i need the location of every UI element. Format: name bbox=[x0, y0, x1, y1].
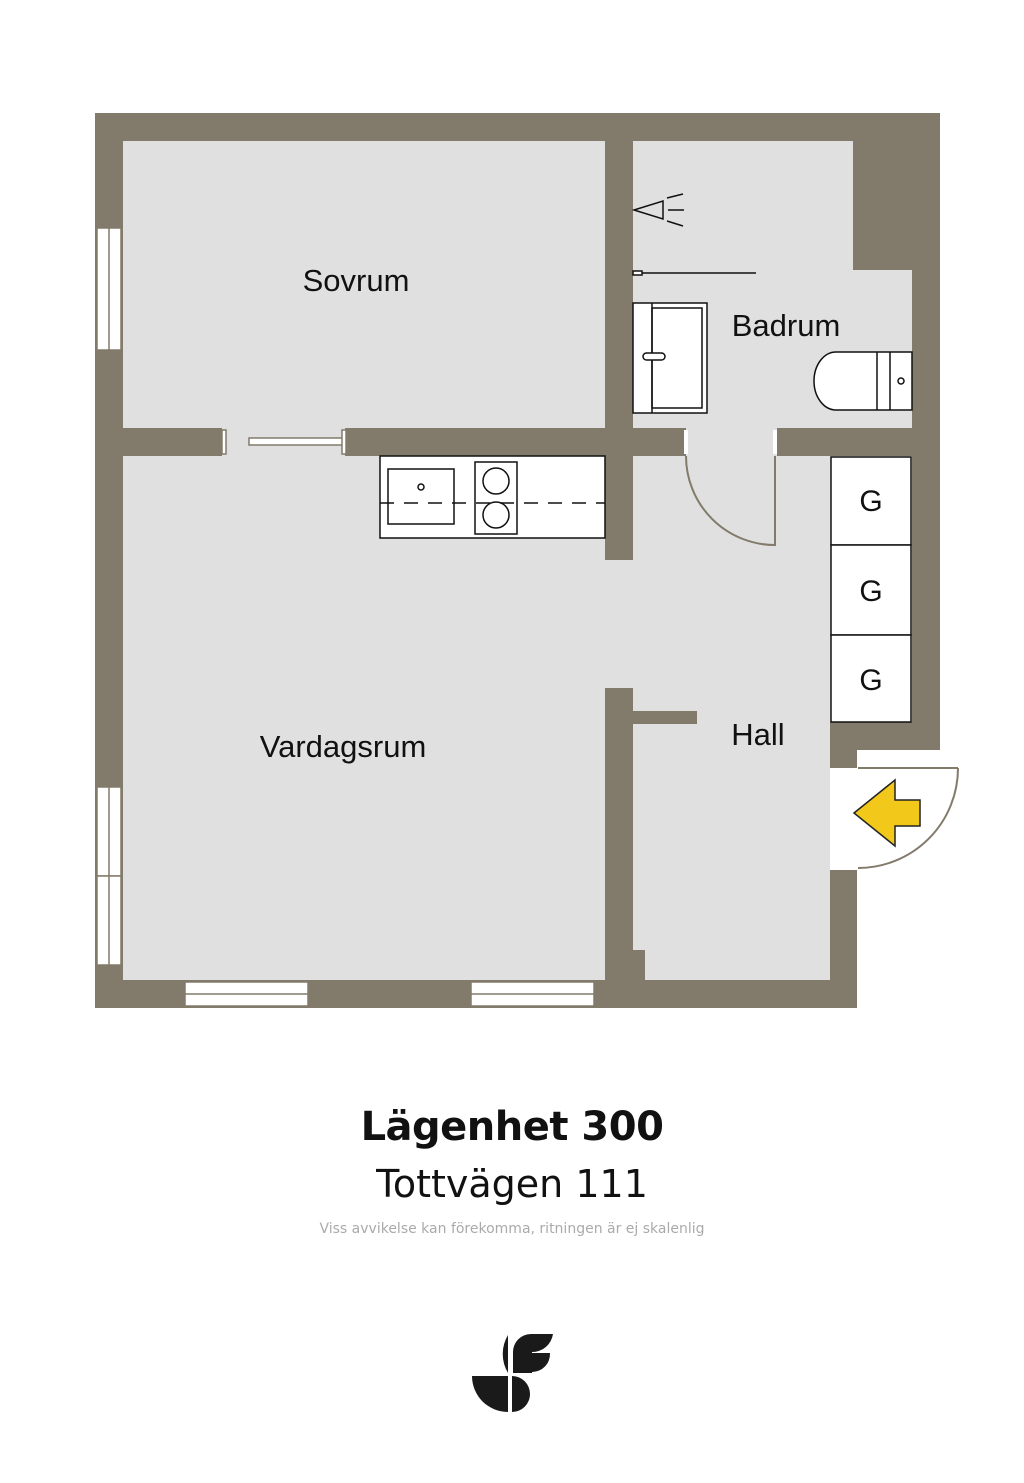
room-label-hall: Hall bbox=[731, 717, 784, 752]
washing-machine-icon bbox=[632, 302, 708, 414]
kitchen-counter bbox=[379, 455, 606, 539]
room-label-vardagsrum: Vardagsrum bbox=[260, 729, 427, 764]
wardrobes: G G G bbox=[830, 456, 912, 723]
room-label-badrum: Badrum bbox=[732, 308, 841, 343]
company-logo bbox=[472, 1334, 553, 1412]
floors bbox=[123, 141, 912, 980]
room-label-sovrum: Sovrum bbox=[303, 263, 410, 298]
toilet-icon bbox=[813, 351, 913, 411]
wardrobe-label: G bbox=[859, 575, 882, 608]
sliding-door bbox=[221, 429, 347, 455]
apartment-title: Lägenhet 300 bbox=[360, 1104, 664, 1150]
windows bbox=[96, 227, 595, 1007]
bathroom-door bbox=[684, 430, 777, 547]
address: Tottvägen 111 bbox=[376, 1162, 648, 1206]
wardrobe-label: G bbox=[859, 485, 882, 518]
wardrobe-label: G bbox=[859, 664, 882, 697]
disclaimer: Viss avvikelse kan förekomma, ritningen … bbox=[319, 1221, 705, 1237]
entrance-arrow-icon bbox=[852, 778, 921, 848]
shower-icon bbox=[631, 193, 756, 276]
